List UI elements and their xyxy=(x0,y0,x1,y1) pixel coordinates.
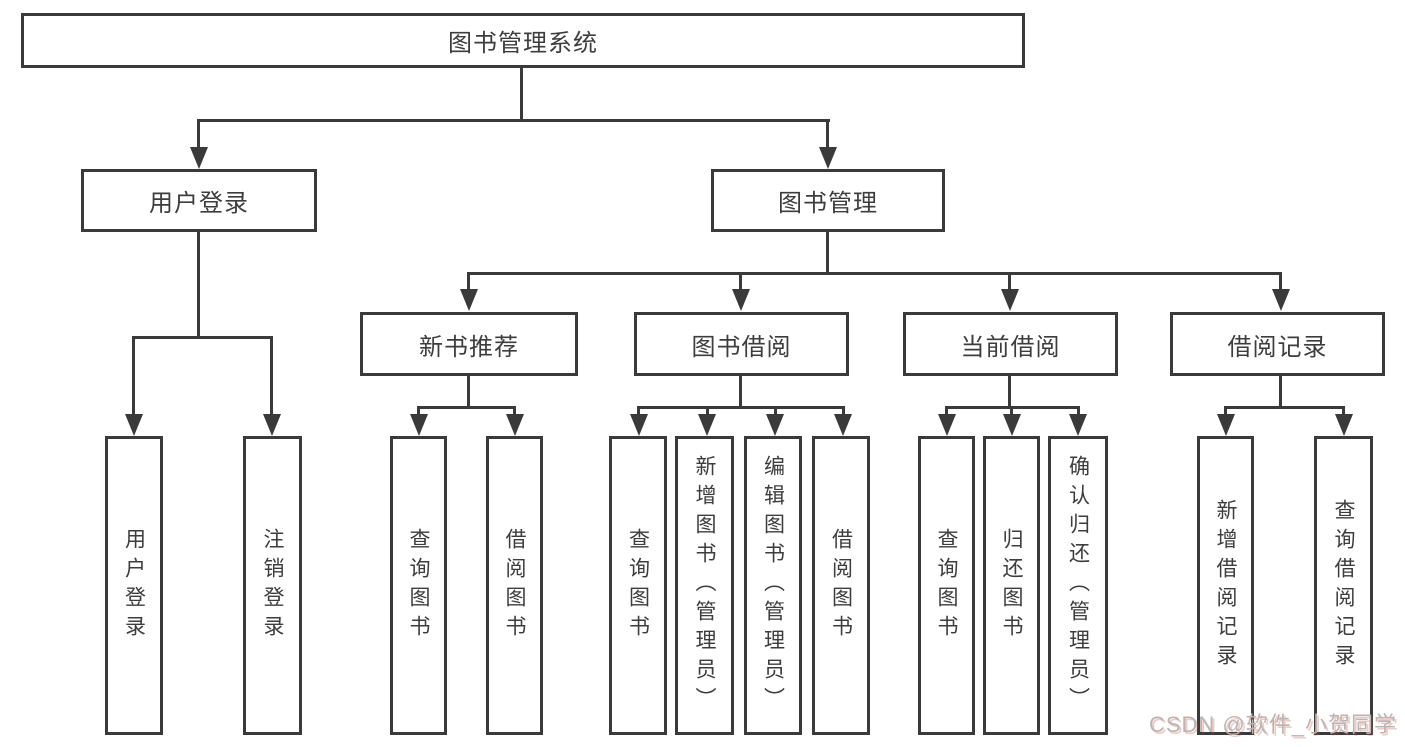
connector-line xyxy=(739,376,742,408)
connector-line xyxy=(826,232,829,274)
arrow-down xyxy=(766,414,784,436)
connector-line xyxy=(1279,274,1282,291)
connector-line xyxy=(467,274,470,291)
leaf-nb-borrow-books: 借阅图书 xyxy=(486,436,543,735)
leaf-cb-return-books: 归还图书 xyxy=(983,436,1040,735)
arrow-down xyxy=(698,414,716,436)
leaf-br-query-record: 查询借阅记录 xyxy=(1314,436,1373,735)
leaf-logout: 注销登录 xyxy=(243,436,302,735)
node-borrow-records: 借阅记录 xyxy=(1170,312,1385,376)
leaf-nb-query-books: 查询图书 xyxy=(390,436,447,735)
watermark: CSDN @软件_小贺同学 xyxy=(1148,712,1397,737)
leaf-bb-query-books: 查询图书 xyxy=(609,436,667,735)
arrow-down xyxy=(1003,414,1021,436)
leaf-cb-query-books: 查询图书 xyxy=(918,436,975,735)
connector-line xyxy=(132,336,273,339)
arrow-down xyxy=(1272,289,1290,311)
arrow-down xyxy=(630,414,648,436)
connector-line xyxy=(1224,406,1345,409)
connector-line xyxy=(945,408,948,416)
node-current-borrow: 当前借阅 xyxy=(903,312,1118,376)
arrow-down xyxy=(732,289,750,311)
arrow-down xyxy=(460,289,478,311)
connector-line xyxy=(1077,408,1080,416)
node-new-book-recommend: 新书推荐 xyxy=(360,312,578,376)
arrow-down xyxy=(1001,289,1019,311)
connector-line xyxy=(467,272,1282,275)
connector-line xyxy=(1279,376,1282,408)
connector-line xyxy=(132,338,135,416)
connector-line xyxy=(706,408,709,416)
arrow-down xyxy=(1335,414,1353,436)
node-root: 图书管理系统 xyxy=(21,13,1025,68)
connector-line xyxy=(739,274,742,291)
connector-line xyxy=(1010,408,1013,416)
connector-line xyxy=(520,68,523,121)
leaf-user-login: 用户登录 xyxy=(105,436,163,735)
arrow-down xyxy=(938,414,956,436)
arrow-down xyxy=(506,414,524,436)
leaf-br-add-record: 新增借阅记录 xyxy=(1197,436,1254,735)
connector-line xyxy=(945,406,1080,409)
leaf-bb-edit-books-admin: 编辑图书（管理员） xyxy=(744,436,802,735)
leaf-bb-borrow-books: 借阅图书 xyxy=(812,436,870,735)
arrow-down xyxy=(834,414,852,436)
connector-line xyxy=(1342,408,1345,416)
arrow-down xyxy=(410,414,428,436)
connector-line xyxy=(197,232,200,338)
connector-line xyxy=(1008,274,1011,291)
connector-line xyxy=(842,408,845,416)
connector-line xyxy=(417,406,516,409)
connector-line xyxy=(1008,376,1011,408)
connector-line xyxy=(513,408,516,416)
connector-line xyxy=(1224,408,1227,416)
connector-line xyxy=(467,376,470,408)
leaf-cb-confirm-return-admin: 确认归还（管理员） xyxy=(1048,436,1108,735)
connector-line xyxy=(774,408,777,416)
connector-line xyxy=(197,119,830,122)
node-book-borrow: 图书借阅 xyxy=(634,312,849,376)
connector-line xyxy=(637,406,845,409)
arrow-down xyxy=(263,414,281,436)
arrow-down xyxy=(1217,414,1235,436)
arrow-down xyxy=(125,414,143,436)
arrow-down xyxy=(190,147,208,169)
leaf-bb-add-books-admin: 新增图书（管理员） xyxy=(675,436,734,735)
connector-line xyxy=(270,338,273,416)
arrow-down xyxy=(1069,414,1087,436)
connector-line xyxy=(197,121,200,147)
node-user-login: 用户登录 xyxy=(81,169,317,232)
arrow-down xyxy=(819,147,837,169)
connector-line xyxy=(826,121,829,147)
node-book-management: 图书管理 xyxy=(711,169,945,232)
connector-line xyxy=(417,408,420,416)
connector-line xyxy=(637,408,640,416)
